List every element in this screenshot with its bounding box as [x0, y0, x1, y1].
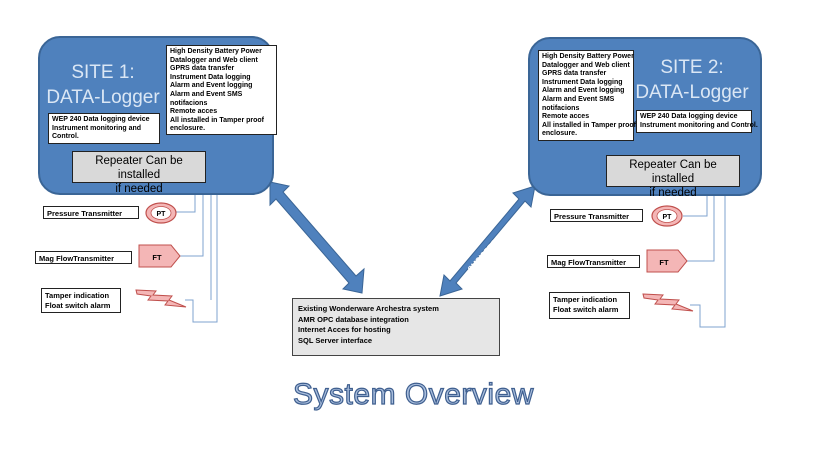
site1-connectors — [176, 182, 218, 323]
site2-title-line1: SITE 2: — [660, 57, 724, 78]
tamper-line: Float switch alarm — [553, 305, 619, 314]
site1-title-line2: DATA-Logger — [46, 87, 160, 108]
pressure-label-text: Pressure Transmitter — [47, 209, 123, 218]
site1-device-box: WEP 240 Data logging device Instrument m… — [48, 113, 160, 144]
feature-line: enclosure. — [542, 130, 578, 138]
lightning-icon-site2 — [642, 293, 694, 312]
ft-symbol-text: FT — [152, 253, 162, 262]
pressure-label-text: Pressure Transmitter — [554, 212, 630, 221]
feature-line: notifacions — [542, 104, 580, 112]
repeater-line2: if needed — [649, 187, 697, 199]
feature-line: notifacions — [170, 99, 208, 107]
device-line: WEP 240 Data logging device — [640, 113, 738, 120]
flow-transmitter-icon-site1: FT — [138, 244, 181, 268]
device-line: Instrument monitoring and Control. — [640, 121, 758, 129]
feature-line: GPRS data transfer — [542, 70, 607, 78]
right-link-arrow — [439, 185, 536, 297]
flow-label-text: Mag FlowTransmitter — [551, 258, 627, 267]
feature-line: High Density Battery Power — [170, 48, 262, 55]
pressure-transmitter-icon-site2: PT — [651, 205, 683, 227]
site1-tamper-label: Tamper indication Float switch alarm — [41, 288, 121, 313]
footer-title: System Overview — [292, 377, 534, 411]
feature-line: High Density Battery Power — [542, 53, 634, 60]
system-line: Internet Acces for hosting — [298, 325, 391, 334]
tamper-line: Float switch alarm — [45, 301, 111, 310]
feature-line: Datalogger and Web client — [170, 56, 258, 64]
device-line: Control. — [52, 133, 79, 141]
device-line: WEP 240 Data logging device — [52, 116, 150, 123]
feature-line: Alarm and Event SMS — [542, 95, 615, 103]
site2-flow-label: Mag FlowTransmitter — [547, 255, 640, 268]
right-link-label: SMS/GPRS-DATA — [466, 221, 514, 273]
pressure-transmitter-icon-site1: PT — [145, 202, 177, 224]
site2-repeater-box: Repeater Can be installed if needed — [606, 155, 740, 199]
site1-pressure-label: Pressure Transmitter — [43, 206, 139, 219]
feature-line: Instrument Data logging — [170, 73, 251, 81]
pt-symbol-text: PT — [157, 211, 167, 218]
feature-line: Remote acces — [170, 108, 218, 116]
left-link-arrow — [269, 181, 365, 294]
site2-connectors — [683, 190, 726, 328]
repeater-line2: if needed — [115, 183, 163, 195]
feature-line: GPRS data transfer — [170, 65, 235, 73]
system-line: AMR OPC database integration — [298, 314, 409, 324]
repeater-line1: Repeater Can be installed — [95, 155, 183, 181]
site1-title: SITE 1: DATA-Logger — [40, 60, 166, 110]
site2-device-box: WEP 240 Data logging device Instrument m… — [636, 110, 758, 133]
feature-line: Datalogger and Web client — [542, 61, 630, 69]
ft-symbol-text: FT — [659, 258, 669, 267]
feature-line: All installed in Tamper proof — [542, 121, 636, 129]
site1-features-box: High Density Battery Power Datalogger an… — [166, 45, 277, 135]
device-line: Instrument monitoring and — [52, 124, 142, 132]
flow-transmitter-icon-site2: FT — [646, 249, 688, 273]
feature-line: Alarm and Event SMS — [170, 90, 243, 98]
feature-line: enclosure. — [170, 125, 206, 133]
flow-label-text: Mag FlowTransmitter — [39, 254, 115, 263]
site1-repeater-box: Repeater Can be installed if needed — [72, 151, 206, 195]
feature-line: Instrument Data logging — [542, 78, 623, 86]
site2-title-line2: DATA-Logger — [635, 82, 749, 103]
feature-line: Alarm and Event logging — [542, 87, 625, 95]
site2-features-box: High Density Battery Power Datalogger an… — [538, 50, 636, 141]
tamper-line: Tamper indication — [553, 295, 618, 304]
site2-pressure-label: Pressure Transmitter — [550, 209, 643, 222]
tamper-line: Tamper indication — [45, 291, 110, 300]
feature-line: All installed in Tamper proof — [170, 116, 264, 124]
feature-line: Alarm and Event logging — [170, 82, 253, 90]
site2-tamper-label: Tamper indication Float switch alarm — [549, 292, 630, 319]
site1-title-line1: SITE 1: — [71, 62, 135, 83]
pt-symbol-text: PT — [663, 214, 673, 221]
repeater-line1: Repeater Can be installed — [629, 159, 717, 185]
site2-title: SITE 2: DATA-Logger — [624, 55, 760, 105]
site1-flow-label: Mag FlowTransmitter — [35, 251, 132, 264]
system-line: SQL Server interface — [298, 335, 373, 345]
central-system-box: Existing Wonderware Archestra system AMR… — [292, 298, 500, 356]
system-line: Existing Wonderware Archestra system — [298, 304, 439, 313]
lightning-icon-site1 — [135, 289, 187, 308]
feature-line: Remote acces — [542, 113, 590, 121]
